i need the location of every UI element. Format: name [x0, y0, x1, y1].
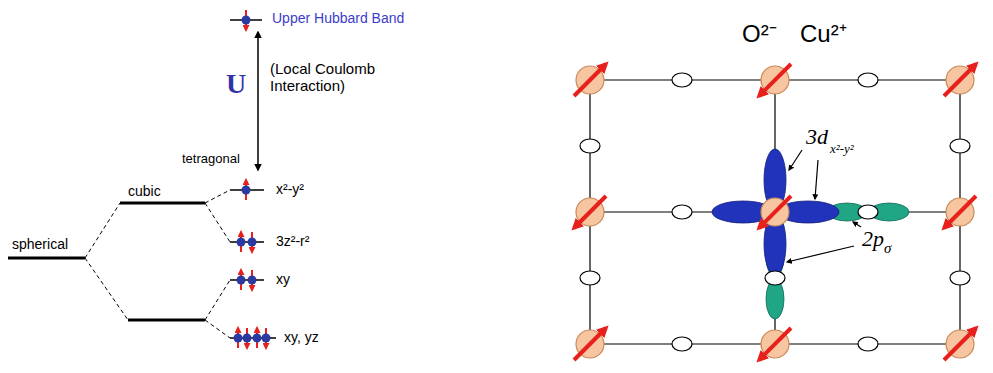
dash-line [85, 203, 120, 258]
dash-line [205, 320, 230, 338]
oxygen-atom [672, 205, 692, 219]
electron-dot [237, 276, 246, 285]
leader-lines [787, 150, 861, 262]
orbital-label: 3z²-r² [276, 233, 309, 249]
electron-dot [234, 334, 243, 343]
electron-dot [242, 186, 251, 195]
oxygen-atom [672, 73, 692, 87]
ion-label: O²⁻ [742, 20, 777, 48]
electron-dot [243, 334, 252, 343]
spin-arrow [759, 64, 791, 96]
copper-d-orbital [712, 149, 839, 275]
spin-arrow [574, 64, 606, 96]
band-label: Upper Hubbard Band [272, 10, 404, 26]
spherical-level [8, 257, 85, 260]
symmetry-label: spherical [12, 236, 68, 252]
cubic-level-upper [120, 202, 205, 205]
orbital-label: x²-y² [276, 181, 304, 197]
spin-arrow [574, 328, 606, 360]
spin-arrow [759, 196, 791, 228]
xy-level [230, 279, 264, 281]
electron-dot [237, 238, 246, 247]
oxygen-atom [580, 271, 600, 285]
symmetry-label: tetragonal [182, 152, 240, 167]
orbital-subscript: σ [884, 240, 891, 257]
orbital-label: xy [276, 271, 290, 287]
cubic-level-lower [128, 319, 205, 322]
electron-dot [248, 238, 257, 247]
oxygen-atom [950, 139, 970, 153]
oxygen-atom [765, 271, 785, 285]
copper-spins [574, 64, 976, 360]
leader-arrow [815, 160, 818, 199]
dash-line [205, 190, 230, 203]
spin-arrow [759, 328, 791, 360]
electrons [234, 10, 271, 348]
energy-levels [8, 20, 276, 338]
copper-sites [576, 66, 974, 358]
leader-arrow [789, 150, 802, 170]
dash-line [205, 203, 230, 242]
oxygen-atom [950, 271, 970, 285]
electron-dot [242, 16, 251, 25]
splitting-dashes [85, 190, 230, 338]
symmetry-label: cubic [128, 183, 161, 199]
orbital-subscript: x²-y² [830, 142, 854, 157]
orbital-callout: 3d [806, 124, 828, 149]
ion-label: Cu²⁺ [800, 20, 847, 48]
dash-line [205, 280, 230, 320]
electron-dot [262, 334, 271, 343]
orbital-label: xy, yz [284, 329, 319, 345]
oxygen-atom [858, 73, 878, 87]
oxygen-sites [580, 73, 970, 351]
interaction-symbol: U [226, 68, 246, 100]
3z2r2-level [230, 241, 264, 243]
spin-arrow [574, 196, 606, 228]
leader-arrow [853, 222, 861, 227]
orbital-callout: 2p [862, 226, 884, 251]
spin-arrow [944, 64, 976, 96]
interaction-note: (Local Coulomb Interaction) [270, 60, 398, 95]
oxygen-atom [858, 337, 878, 351]
coulomb-gap-arrow [257, 32, 259, 170]
spin-arrow [944, 328, 976, 360]
oxygen-atom [858, 205, 878, 219]
oxygen-atom [672, 337, 692, 351]
oxygen-atom [580, 139, 600, 153]
dash-line [85, 258, 128, 320]
lattice-bonds [590, 80, 960, 344]
electron-dot [253, 334, 262, 343]
electron-dot [248, 276, 257, 285]
leader-arrow [787, 246, 854, 262]
spin-arrow [944, 196, 976, 228]
